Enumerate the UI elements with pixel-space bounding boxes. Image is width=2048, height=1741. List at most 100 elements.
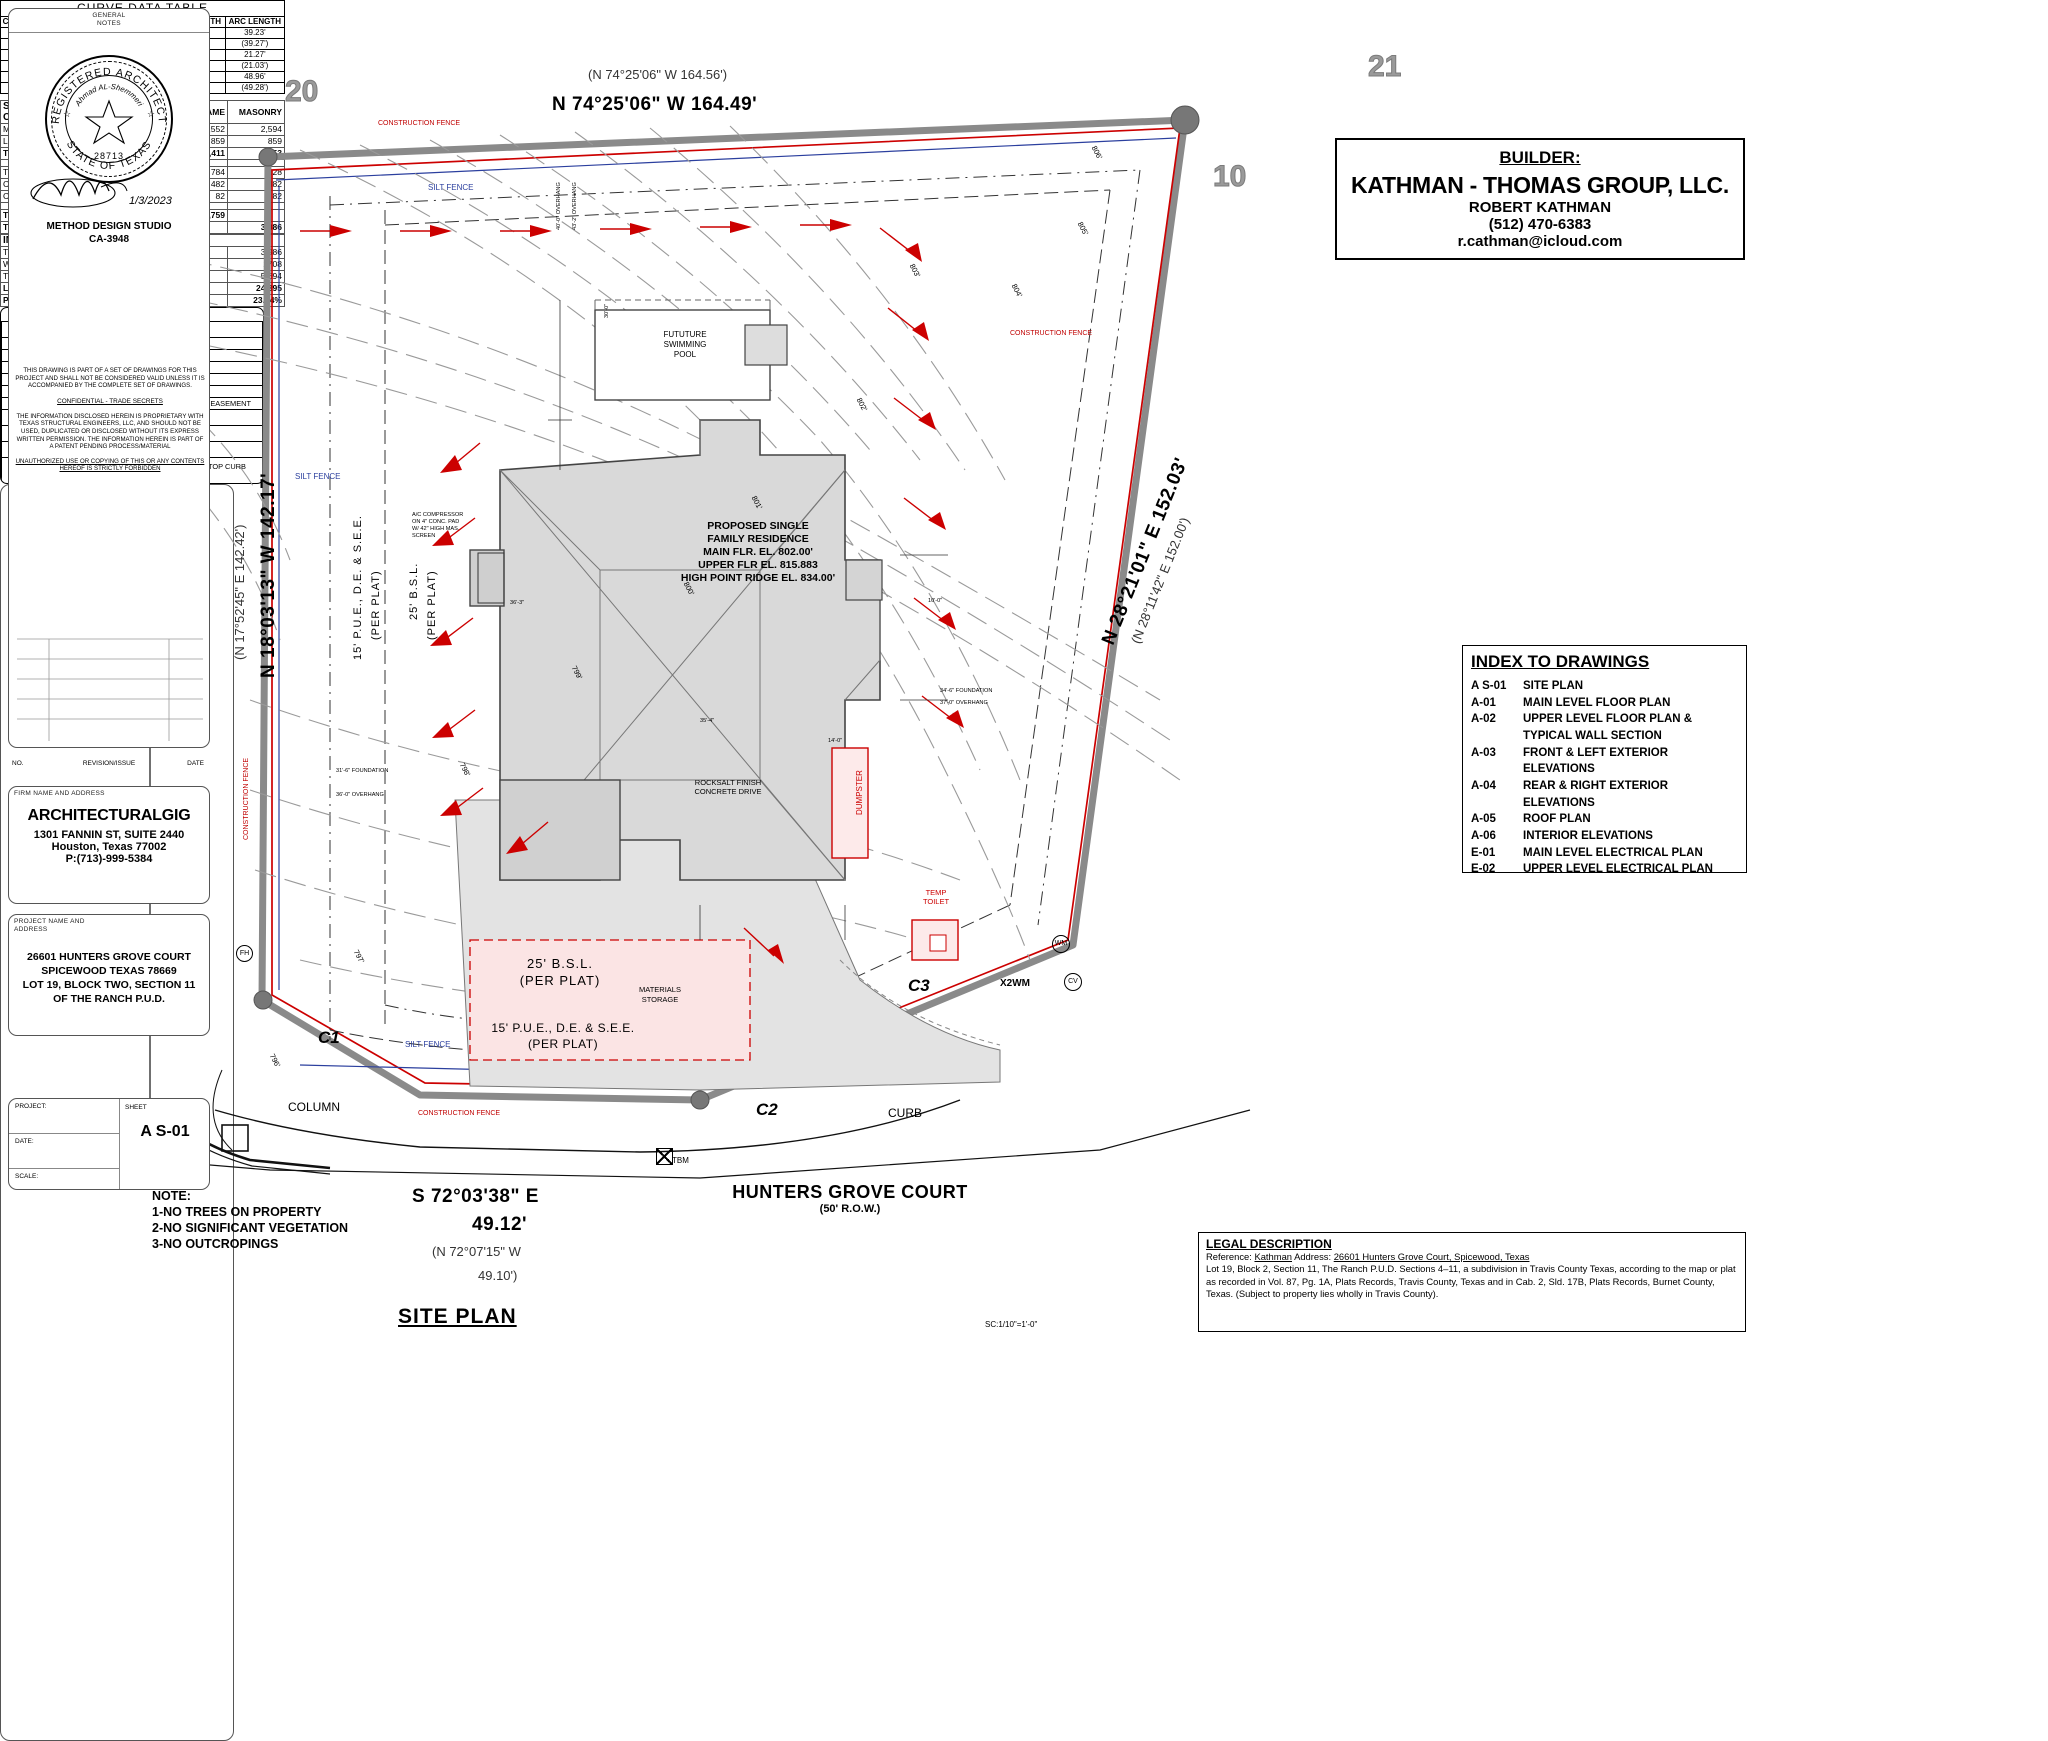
concrete-drive-label: ROCKSALT FINISH CONCRETE DRIVE (668, 778, 788, 796)
revision-col-no: NO. (12, 760, 24, 767)
pool-line-1: FUTUTURE (663, 330, 707, 339)
pue-bottom-2: (PER PLAT) (527, 1037, 599, 1051)
project-address-2: SPICEWOOD TEXAS 78669 (41, 965, 177, 977)
index-row-code (1471, 728, 1523, 745)
dim-35-4: 35'-4" (700, 718, 715, 724)
easement-15-bottom: 15' P.U.E., D.E. & S.E.E. (PER PLAT) (418, 1020, 708, 1052)
spacer-cell (227, 159, 285, 167)
sheet-number: A S-01 (140, 1123, 190, 1140)
seal-rope-ring (51, 61, 167, 177)
dim-overhang-1: 40'-0" OVERHANG (556, 182, 562, 230)
tbm-marker: TBM (656, 1148, 689, 1165)
drive-line-1: ROCKSALT FINISH (694, 778, 762, 787)
index-row-code: A-03 (1471, 746, 1496, 759)
legal-reference-label: Reference: (1206, 1251, 1252, 1262)
project-address-1: 26601 HUNTERS GROVE COURT (27, 951, 191, 963)
field-scale: SCALE: (15, 1172, 39, 1180)
svg-text:☆: ☆ (63, 109, 71, 119)
curb-label: CURB (888, 1106, 923, 1120)
seal-outer-ring (45, 55, 173, 183)
wm-symbol: WM (1052, 935, 1070, 953)
project-panel: PROJECT NAME AND ADDRESS 26601 HUNTERS G… (8, 914, 210, 1036)
index-row-label: MAIN LEVEL ELECTRICAL PLAN (1523, 846, 1703, 859)
residence-label: PROPOSED SINGLE FAMILY RESIDENCE MAIN FL… (648, 520, 868, 585)
disclaimer-2: CONFIDENTIAL - TRADE SECRETS (57, 397, 163, 405)
bearing-left-main: N 18°03'13" W 142.17' (258, 472, 279, 678)
legal-body: Lot 19, Block 2, Section 11, The Ranch P… (1206, 1263, 1736, 1300)
residence-line-5: HIGH POINT RIDGE EL. 834.00' (680, 572, 836, 584)
temp-toilet-label: TEMP TOILET (908, 888, 964, 906)
revision-grid (17, 638, 203, 741)
setback-25-bsl-bottom: 25' B.S.L. (PER PLAT) (470, 955, 650, 989)
revision-header-row: NO. REVISION/ISSUE DATE (8, 756, 210, 776)
firm-address-2: Houston, Texas 77002 (51, 841, 167, 853)
builder-title: BUILDER: (1499, 148, 1581, 167)
index-title: INDEX TO DRAWINGS (1471, 652, 1650, 671)
site-notes: NOTE: 1-NO TREES ON PROPERTY 2-NO SIGNIF… (152, 1188, 348, 1252)
dim-36-0-overhang: 36'-0" OVERHANG (336, 792, 384, 798)
index-row-label: REAR & RIGHT EXTERIOR ELEVATIONS (1523, 780, 1669, 809)
firm-phone: P:(713)-999-5384 (65, 853, 153, 865)
project-caption: PROJECT NAME AND ADDRESS (14, 918, 85, 933)
ac-line-4: SCREEN (412, 533, 436, 539)
ac-line-1: A/C COMPRESSOR (412, 512, 464, 518)
legal-title: LEGAL DESCRIPTION (1206, 1237, 1332, 1251)
pue-15-perplat: (PER PLAT) (370, 570, 382, 640)
lot-number-10: 10 (1212, 160, 1247, 194)
dim-31-6-foundation: 31'-6" FOUNDATION (336, 768, 389, 774)
legal-reference-line: Reference: Kathman Address: 26601 Hunter… (1206, 1251, 1738, 1263)
spacer-cell (227, 202, 285, 210)
curve-cell: (49.28') (224, 82, 286, 94)
legal-address-label: Address: (1294, 1251, 1332, 1262)
index-row: A-04 REAR & RIGHT EXTERIOR ELEVATIONS (1471, 778, 1738, 811)
index-row-code: A-04 (1471, 780, 1496, 793)
water-meter-marker: WM (1052, 932, 1070, 953)
seal-date: 1/3/2023 (129, 195, 172, 207)
bearing-left-record: (N 17°52'45" E 142.42') (232, 524, 247, 660)
seal-text-paths: REGISTERED ARCHITECT STATE OF TEXAS Ahma… (50, 66, 167, 172)
svg-text:☆: ☆ (147, 109, 155, 119)
index-row-label: TYPICAL WALL SECTION (1523, 730, 1662, 743)
residence-line-3: MAIN FLR. EL. 802.00' (703, 546, 813, 558)
builder-email: r.cathman@icloud.com (1457, 233, 1623, 250)
drive-line-2: CONCRETE DRIVE (694, 787, 762, 796)
field-date: DATE: (9, 1134, 119, 1169)
curve-callout-c3: C3 (908, 976, 930, 995)
curve-callout-c1: C1 (318, 1028, 340, 1047)
disclaimer-4: UNAUTHORIZED USE OR COPYING OF THIS OR A… (15, 457, 205, 473)
index-row-label: FRONT & LEFT EXTERIOR ELEVATIONS (1523, 746, 1669, 776)
bearing-top-main: N 74°25'06" W 164.49' (552, 94, 758, 115)
construction-fence-label-3: CONSTRUCTION FENCE (243, 757, 250, 840)
sheet-caption: SHEET (125, 1104, 147, 1111)
general-notes-panel: GENERAL NOTES REGISTERED ARCHITECT STATE… (8, 8, 210, 748)
index-row: TYPICAL WALL SECTION (1471, 728, 1738, 745)
temp-toilet-line-2: TOILET (922, 897, 950, 906)
project-address-4: OF THE RANCH P.U.D. (53, 993, 165, 1005)
note-title: NOTE: (152, 1189, 191, 1203)
bsl-bottom-2: (PER PLAT) (519, 973, 601, 988)
materials-line-1: MATERIALS (639, 985, 681, 994)
index-row-code: A S-01 (1471, 680, 1507, 692)
bearing-bottom-main-2: 49.12' (472, 1214, 528, 1235)
tbm-text: TBM (672, 1156, 689, 1165)
index-row: A-03 FRONT & LEFT EXTERIOR ELEVATIONS (1471, 745, 1738, 778)
note-2: 2-NO SIGNIFICANT VEGETATION (152, 1221, 349, 1235)
index-row-label: UPPER LEVEL FLOOR PLAN & (1523, 713, 1693, 726)
easement-15-pue-left: 15' P.U.E., D.E. & S.E.E. (348, 515, 366, 660)
pue-bottom-1: 15' P.U.E., D.E. & S.E.E. (491, 1021, 635, 1035)
general-notes-caption: GENERAL NOTES (92, 12, 126, 27)
revision-col-issue: REVISION/ISSUE (82, 760, 136, 767)
construction-fence-label-1: CONSTRUCTION FENCE (378, 120, 461, 127)
dim-37-0-overhang: 37'-0" OVERHANG (940, 700, 988, 706)
plan-scale: SC:1/10"=1'-0" (985, 1320, 1038, 1329)
silt-fence-label-2: SILT FENCE (295, 472, 341, 481)
index-row-code: E-02 (1471, 863, 1496, 876)
